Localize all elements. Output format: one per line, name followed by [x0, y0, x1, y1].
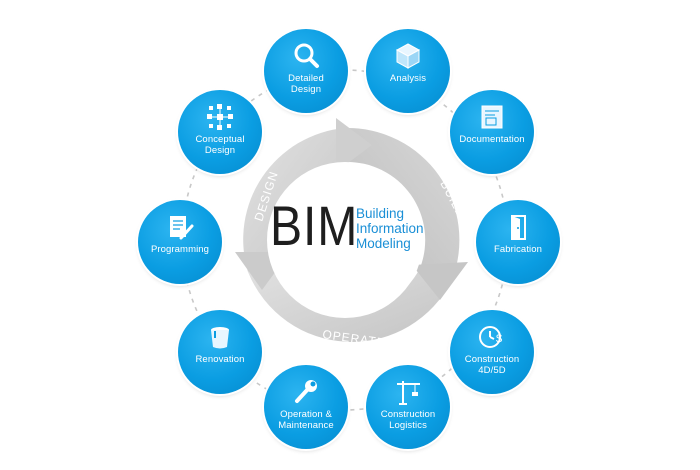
- cube-icon: [395, 43, 421, 69]
- paint-bucket-icon: [211, 327, 229, 349]
- node-conceptual-design[interactable]: Conceptual Design: [178, 90, 262, 174]
- node-renovation[interactable]: Renovation: [178, 310, 262, 394]
- bim-line-2: Information: [356, 221, 424, 236]
- arrow-head-build: [412, 262, 468, 300]
- document-pen-icon: [170, 216, 194, 240]
- bim-acronym: BIM: [270, 194, 359, 257]
- arrow-head-design: [336, 118, 372, 172]
- node-label: Renovation: [195, 354, 245, 365]
- node-detailed-design[interactable]: Detailed Design: [264, 29, 348, 113]
- bim-logo: BIM Building Information Modeling: [270, 196, 440, 266]
- node-label: Detailed Design: [288, 73, 324, 95]
- node-label: Programming: [150, 244, 210, 255]
- node-programming[interactable]: Programming: [138, 200, 222, 284]
- node-label: Documentation: [459, 134, 525, 145]
- ring-segment-operate: [248, 262, 452, 342]
- node-operation-maintenance[interactable]: Operation & Maintenance: [264, 365, 348, 449]
- door-icon: [511, 215, 526, 240]
- node-label: Fabrication: [493, 244, 543, 255]
- blueprint-icon: [481, 105, 503, 129]
- clock-dollar-icon: $: [479, 326, 502, 348]
- node-label: Analysis: [389, 73, 427, 84]
- node-fabrication[interactable]: Fabrication: [476, 200, 560, 284]
- node-documentation[interactable]: Documentation: [450, 90, 534, 174]
- node-analysis[interactable]: Analysis: [366, 29, 450, 113]
- network-icon: [207, 104, 233, 130]
- wrench-icon: [295, 380, 317, 403]
- svg-text:$: $: [496, 333, 502, 345]
- bim-full-name: Building Information Modeling: [356, 206, 456, 251]
- bim-line-1: Building: [356, 206, 405, 221]
- magnifier-icon: [294, 43, 319, 68]
- node-construction-4d-5d[interactable]: $ Construction 4D/5D: [450, 310, 534, 394]
- bim-line-3: Modeling: [356, 236, 411, 251]
- crane-icon: [397, 381, 420, 405]
- center-disc: [267, 162, 423, 318]
- node-label: Operation & Maintenance: [278, 409, 334, 431]
- ring-segment-build: [345, 127, 460, 280]
- node-construction-logistics[interactable]: Construction Logistics: [366, 365, 450, 449]
- node-label: Construction Logistics: [380, 409, 436, 431]
- node-label: Construction 4D/5D: [464, 354, 520, 376]
- node-label: Conceptual Design: [195, 134, 245, 156]
